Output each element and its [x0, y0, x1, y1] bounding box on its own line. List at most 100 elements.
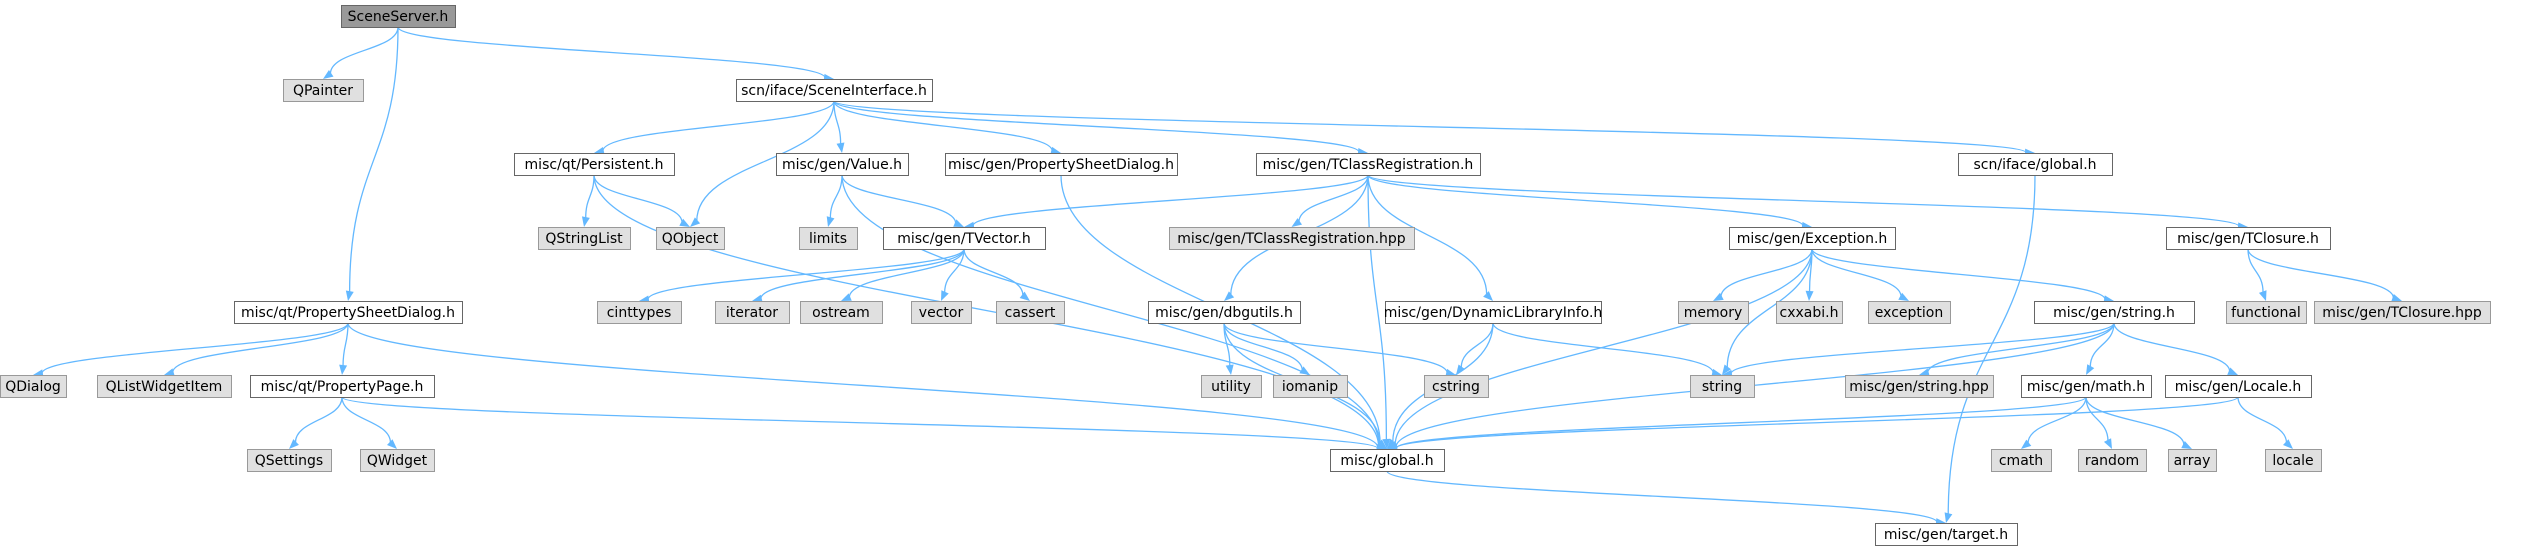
edge-exception_h-to-string_h — [1811, 248, 2114, 304]
node-random: random — [2078, 449, 2147, 472]
node-sceneserver[interactable]: SceneServer.h — [341, 5, 456, 28]
edge-exception_h-to-exception — [1811, 248, 1909, 301]
node-label: QObject — [662, 231, 719, 247]
node-dbgutils[interactable]: misc/gen/dbgutils.h — [1148, 301, 1301, 324]
node-qstringlist: QStringList — [538, 227, 631, 250]
edge-proppage-to-qwidget — [341, 396, 397, 449]
edge-math-to-random — [2085, 396, 2112, 449]
node-label: QStringList — [545, 231, 623, 247]
node-string_hpp: misc/gen/string.hpp — [1845, 375, 1994, 398]
edge-tclosure-to-functional — [2247, 248, 2267, 301]
node-value[interactable]: misc/gen/Value.h — [776, 153, 909, 176]
edge-tvector-to-iterator — [752, 248, 965, 303]
node-string_h[interactable]: misc/gen/string.h — [2034, 301, 2195, 324]
node-box — [2078, 449, 2147, 472]
node-box — [1256, 153, 1481, 176]
node-box — [2265, 449, 2322, 472]
node-box — [1330, 449, 1445, 472]
edge-tclassreg-to-tclassreg_hpp — [1291, 174, 1369, 227]
node-target[interactable]: misc/gen/target.h — [1875, 523, 2018, 546]
node-label: functional — [2231, 305, 2301, 321]
node-tclassreg_hpp: misc/gen/TClassRegistration.hpp — [1169, 227, 1415, 250]
edge-iface_global-to-target — [1944, 174, 2036, 523]
node-box — [2034, 301, 2195, 324]
node-qsettings: QSettings — [247, 449, 332, 472]
node-label: misc/gen/target.h — [1884, 527, 2008, 543]
node-dynlib[interactable]: misc/gen/DynamicLibraryInfo.h — [1384, 301, 1603, 324]
node-box — [0, 375, 67, 398]
edge-tclosure-to-tclosure_hpp — [2247, 248, 2402, 302]
node-iomanip: iomanip — [1273, 375, 1348, 398]
node-tclassreg[interactable]: misc/gen/TClassRegistration.h — [1256, 153, 1481, 176]
edge-sceneserver-to-qt_propsheet — [345, 26, 399, 301]
node-label: misc/gen/TClassRegistration.hpp — [1177, 231, 1406, 247]
node-tclosure[interactable]: misc/gen/TClosure.h — [2166, 227, 2331, 250]
node-locale_h[interactable]: misc/gen/Locale.h — [2165, 375, 2312, 398]
edge-sceneinterface-to-tclassreg — [833, 100, 1368, 157]
edge-dynlib-to-cstring — [1456, 322, 1494, 375]
node-box — [2021, 375, 2152, 398]
node-box — [97, 375, 232, 398]
node-iterator: iterator — [715, 301, 790, 324]
edge-exception_h-to-string — [1722, 248, 1813, 375]
node-persistent[interactable]: misc/qt/Persistent.h — [514, 153, 675, 176]
node-box — [1690, 375, 1755, 398]
node-label: memory — [1684, 305, 1743, 321]
node-sceneinterface[interactable]: scn/iface/SceneInterface.h — [736, 79, 933, 102]
node-cxxabi: cxxabi.h — [1776, 301, 1843, 324]
node-qwidget: QWidget — [360, 449, 435, 472]
node-label: misc/qt/Persistent.h — [525, 157, 664, 173]
node-box — [2226, 301, 2307, 324]
edge-locale_h-to-locale — [2237, 396, 2293, 449]
node-limits: limits — [799, 227, 858, 250]
node-box — [538, 227, 631, 250]
node-proppage[interactable]: misc/qt/PropertyPage.h — [250, 375, 435, 398]
node-box — [945, 153, 1178, 176]
edge-string_h-to-string — [1722, 322, 2115, 378]
node-cinttypes: cinttypes — [597, 301, 682, 324]
edge-tclassreg-to-global — [1367, 174, 1391, 449]
edge-sceneinterface-to-persistent — [594, 100, 835, 155]
node-gen_propsheet[interactable]: misc/gen/PropertySheetDialog.h — [945, 153, 1178, 176]
node-box — [996, 301, 1065, 324]
node-label: QPainter — [293, 83, 353, 99]
node-label: misc/qt/PropertySheetDialog.h — [241, 305, 455, 321]
node-label: cinttypes — [607, 305, 672, 321]
node-label: SceneServer.h — [348, 9, 449, 25]
node-tvector[interactable]: misc/gen/TVector.h — [883, 227, 1046, 250]
node-memory: memory — [1678, 301, 1749, 324]
node-box — [776, 153, 909, 176]
node-locale: locale — [2265, 449, 2322, 472]
edge-tvector-to-vector — [941, 248, 965, 301]
edge-tclassreg-to-tvector — [964, 174, 1369, 230]
node-box — [360, 449, 435, 472]
node-label: misc/gen/TClassRegistration.h — [1263, 157, 1474, 173]
node-box — [1148, 301, 1301, 324]
node-label: QWidget — [367, 453, 428, 469]
node-qlistwidgetitem: QListWidgetItem — [97, 375, 232, 398]
edge-string_h-to-locale_h — [2113, 322, 2238, 375]
node-box — [514, 153, 675, 176]
node-box — [1991, 449, 2052, 472]
edge-global-to-target — [1386, 470, 1946, 527]
node-box — [1776, 301, 1843, 324]
edge-value-to-tvector — [841, 174, 964, 227]
node-global[interactable]: misc/global.h — [1330, 449, 1445, 472]
node-qt_propsheet[interactable]: misc/qt/PropertySheetDialog.h — [234, 301, 463, 324]
edge-exception_h-to-memory — [1713, 248, 1813, 301]
node-label: limits — [809, 231, 847, 247]
edge-math-to-global — [1387, 396, 2087, 453]
node-exception_h[interactable]: misc/gen/Exception.h — [1729, 227, 1896, 250]
node-label: random — [2085, 453, 2139, 469]
edge-qt_propsheet-to-qdialog — [33, 322, 349, 378]
node-math[interactable]: misc/gen/math.h — [2021, 375, 2152, 398]
node-box — [1845, 375, 1994, 398]
node-box — [1958, 153, 2113, 176]
node-label: misc/gen/Locale.h — [2175, 379, 2302, 395]
node-array: array — [2168, 449, 2217, 472]
node-label: misc/gen/DynamicLibraryInfo.h — [1384, 305, 1603, 321]
node-label: array — [2174, 453, 2211, 469]
node-label: iterator — [726, 305, 778, 321]
node-iface_global[interactable]: scn/iface/global.h — [1958, 153, 2113, 176]
